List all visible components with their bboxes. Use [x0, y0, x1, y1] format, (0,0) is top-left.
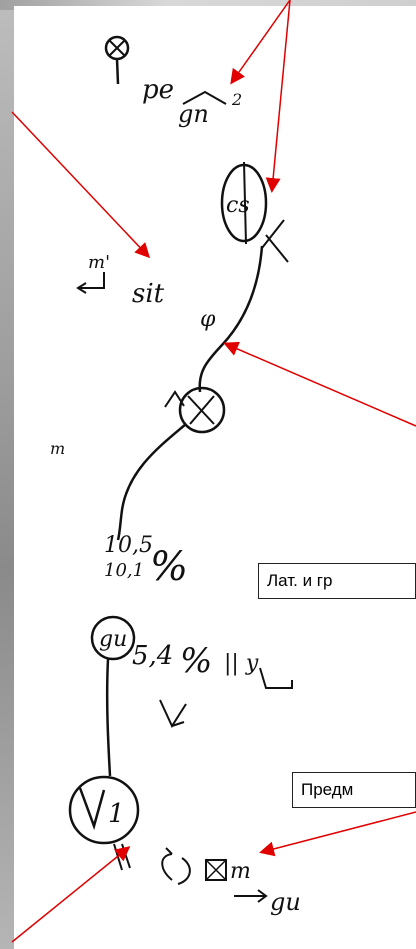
connector-line-middle: [116, 423, 187, 541]
left-arrow-mark: [76, 272, 105, 294]
cs-node: [220, 161, 268, 245]
red-arrow-to-gn: [230, 0, 291, 85]
handwriting-sit: sit: [132, 279, 165, 309]
handwriting-gu: gu: [99, 627, 127, 652]
handwriting-gu-bottom: gu: [270, 888, 301, 916]
callout-latin-greek: Лат. и гр: [258, 563, 416, 599]
red-arrow-to-v1: [11, 846, 131, 943]
handwriting-percent-2: %: [180, 641, 212, 681]
handwriting-parallel-y: || y: [224, 651, 259, 676]
crossed-circle-node-top: [104, 35, 130, 85]
handwriting-m-margin: m: [50, 439, 65, 458]
x-circle-node: [164, 386, 226, 434]
photo-background-top: [0, 0, 416, 10]
handwriting-10-5: 10,5: [104, 533, 153, 558]
annotation-arrows: [11, 0, 416, 943]
handwriting-cs: cs: [226, 193, 250, 218]
callout-subject: Предм: [292, 772, 416, 808]
cycle-arrows-icon: [161, 847, 191, 885]
handwriting-5-4: 5,4: [132, 641, 173, 671]
v1-node: [68, 775, 140, 845]
red-arrow-to-phi: [223, 341, 416, 427]
handwriting-gn: gn: [178, 100, 209, 128]
gu-node: [90, 615, 136, 661]
red-arrow-to-m: [259, 811, 416, 857]
handwriting-m-prime: m': [88, 252, 110, 273]
right-arrow-mark: [234, 889, 268, 903]
crossed-box-icon: [205, 859, 227, 881]
red-arrow-to-sit: [11, 111, 151, 259]
handwriting-v1-sub: 1: [108, 799, 125, 829]
handwriting-pe: pe: [142, 75, 174, 105]
underline-mark: [259, 667, 293, 689]
cross-mark: [261, 219, 289, 263]
handwriting-10-1: 10,1: [104, 560, 144, 581]
handwriting-phi: φ: [200, 307, 216, 332]
red-arrow-to-cs: [265, 0, 291, 193]
check-mark: [159, 699, 187, 729]
handwriting-percent-1: %: [150, 544, 188, 590]
handwriting-superscript: 2: [231, 90, 242, 109]
connector-line-lower: [105, 658, 112, 777]
caret-mark: [182, 90, 227, 105]
handwriting-m-bottom: m: [230, 859, 251, 884]
